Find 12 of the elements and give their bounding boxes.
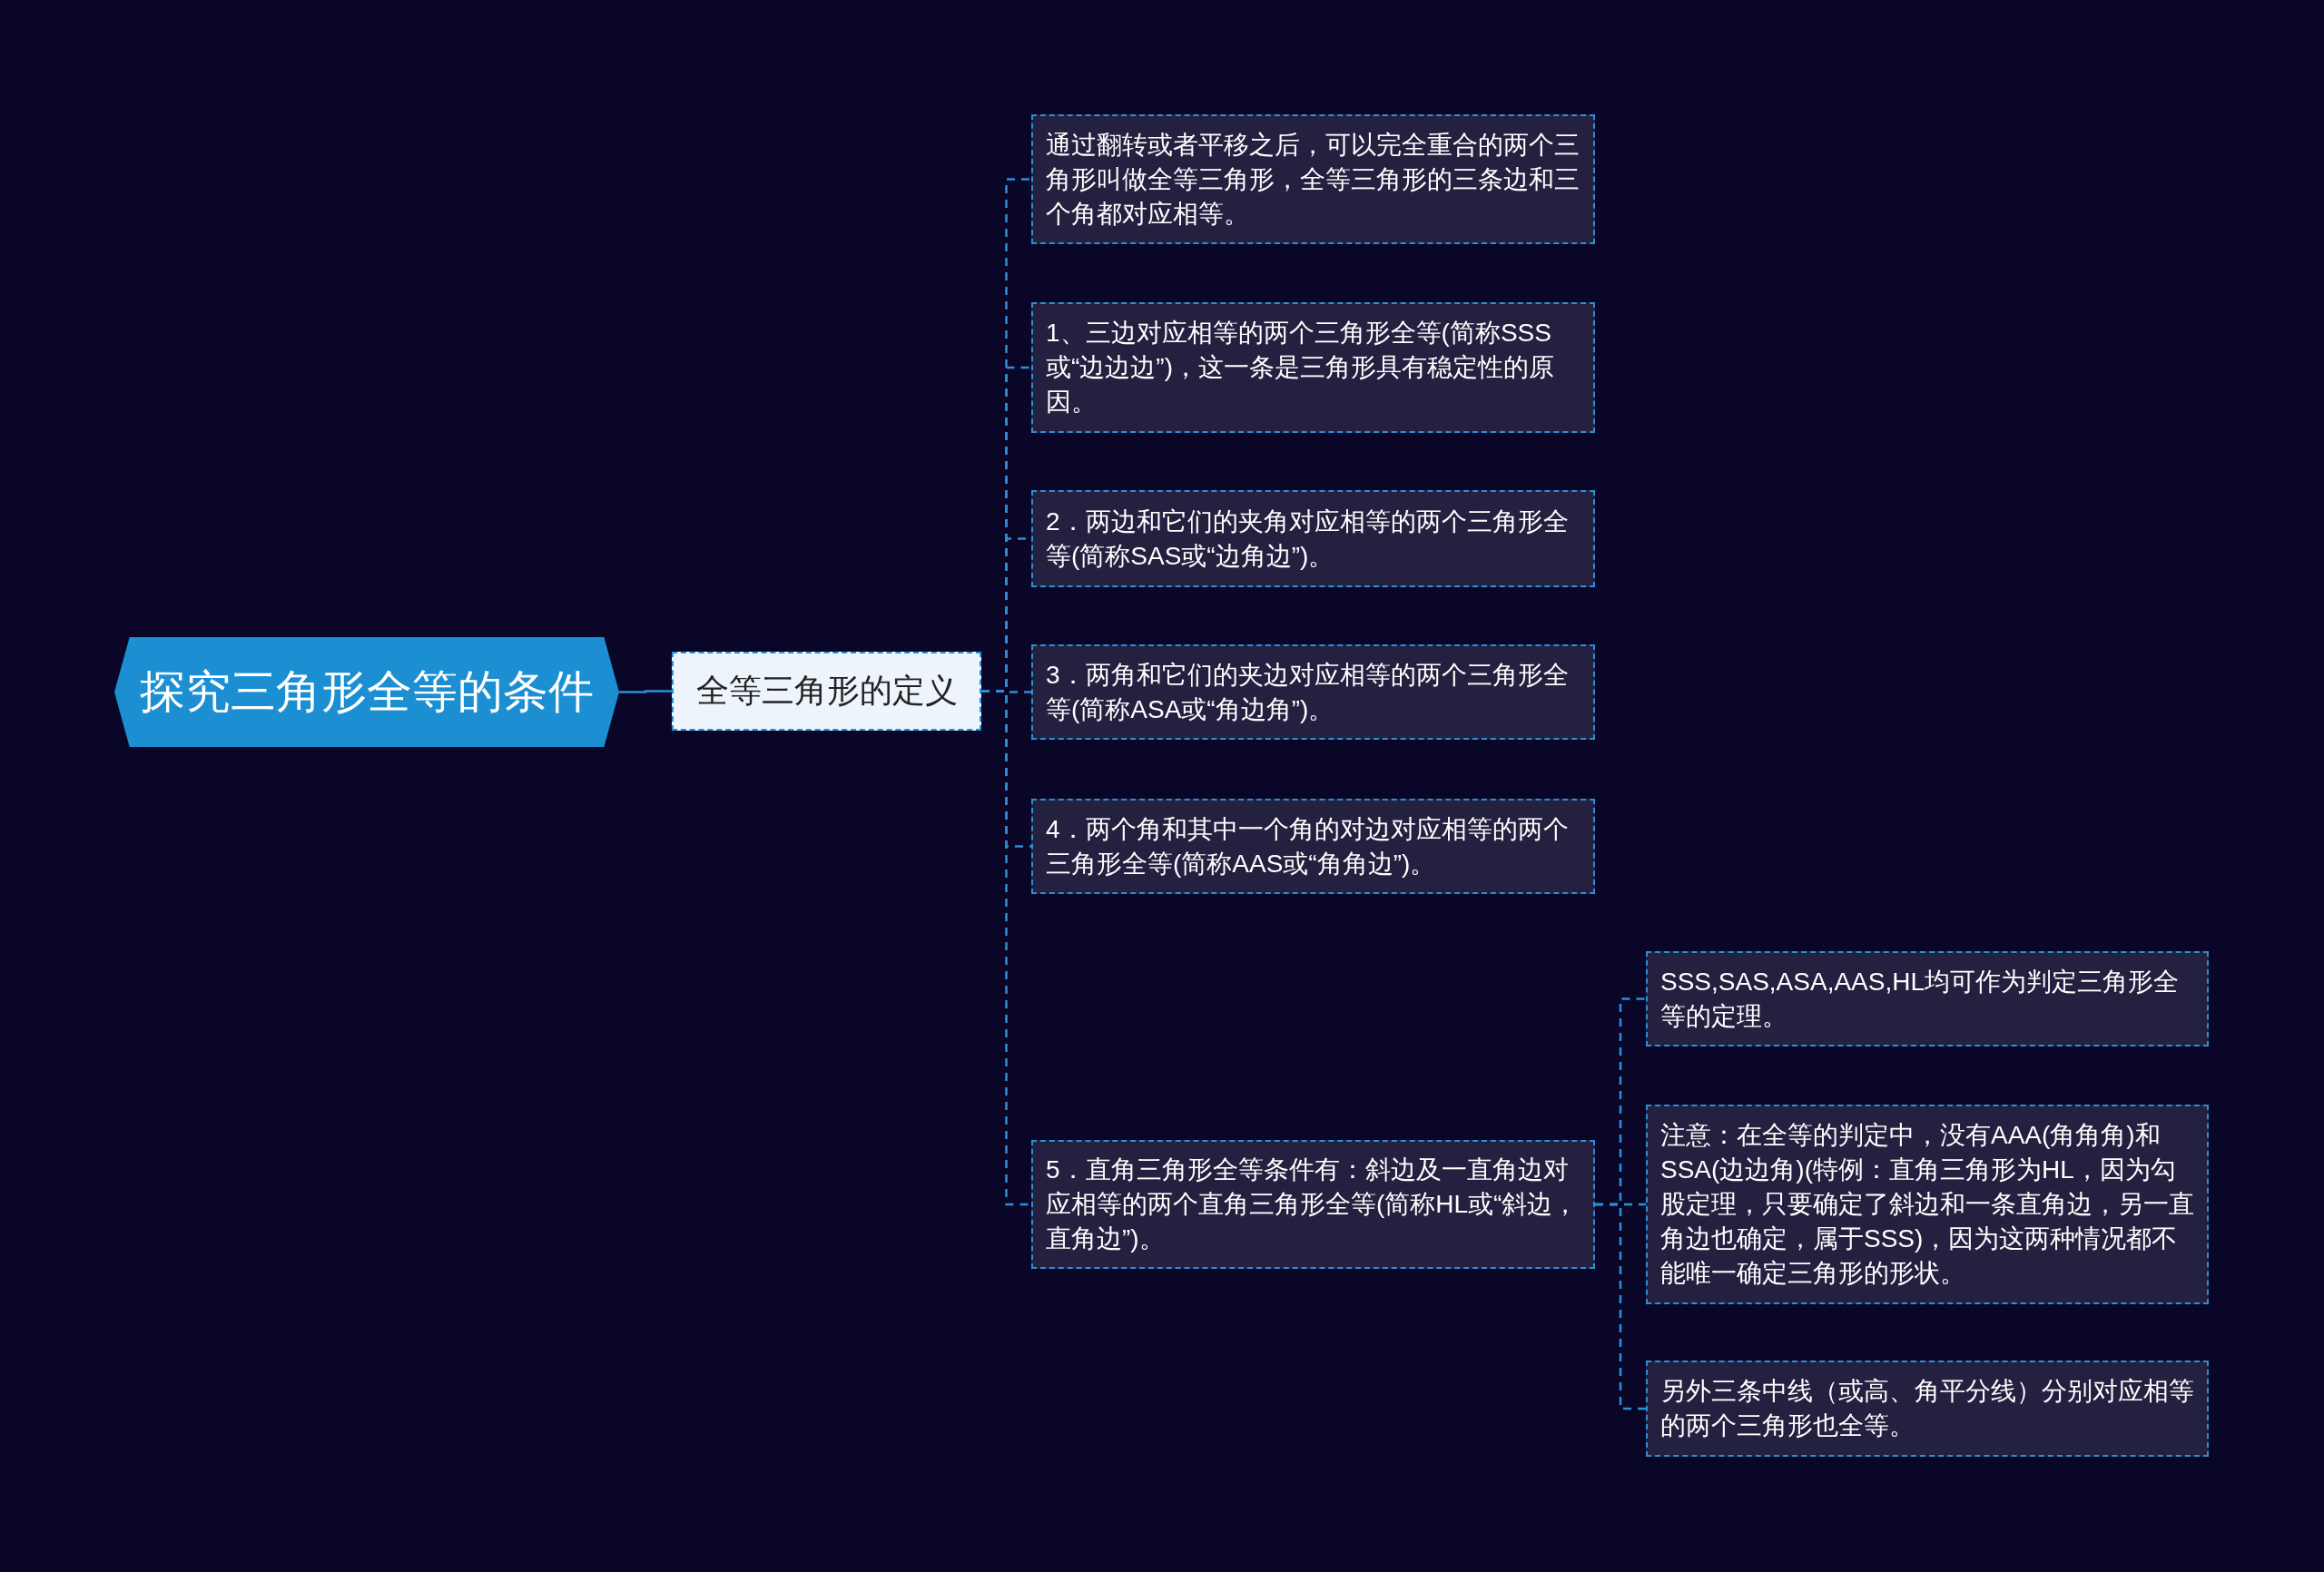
- text-box: 4．两个角和其中一个角的对边对应相等的两个三角形全等(简称AAS或“角角边”)。: [1031, 799, 1595, 894]
- text-box: 另外三条中线（或高、角平分线）分别对应相等的两个三角形也全等。: [1646, 1361, 2209, 1457]
- text-box: 3．两角和它们的夹边对应相等的两个三角形全等(简称ASA或“角边角”)。: [1031, 644, 1595, 740]
- text-box: 通过翻转或者平移之后，可以完全重合的两个三角形叫做全等三角形，全等三角形的三条边和三个角都对应相等。: [1031, 114, 1595, 244]
- connector-line: [619, 690, 672, 693]
- text-box: 注意：在全等的判定中，没有AAA(角角角)和SSA(边边角)(特例：直角三角形为HL，因为勾股定理，只要确定了斜边和一条直角边，另一直角边也确定，属于SSS)，因为这两种情况都不能唯一确定三角形的形状。: [1646, 1105, 2209, 1304]
- text-box: 5．直角三角形全等条件有：斜边及一直角边对应相等的两个直角三角形全等(简称HL或“斜边，直角边”)。: [1031, 1140, 1595, 1269]
- text-box: 2．两边和它们的夹角对应相等的两个三角形全等(简称SAS或“边角边”)。: [1031, 490, 1595, 587]
- topic-box: 全等三角形的定义: [672, 652, 981, 731]
- text-box: 1、三边对应相等的两个三角形全等(简称SSS或“边边边”)，这一条是三角形具有稳定性的原因。: [1031, 302, 1595, 433]
- text-box: SSS,SAS,ASA,AAS,HL均可作为判定三角形全等的定理。: [1646, 951, 2209, 1046]
- connector-line: [1595, 1203, 1646, 1410]
